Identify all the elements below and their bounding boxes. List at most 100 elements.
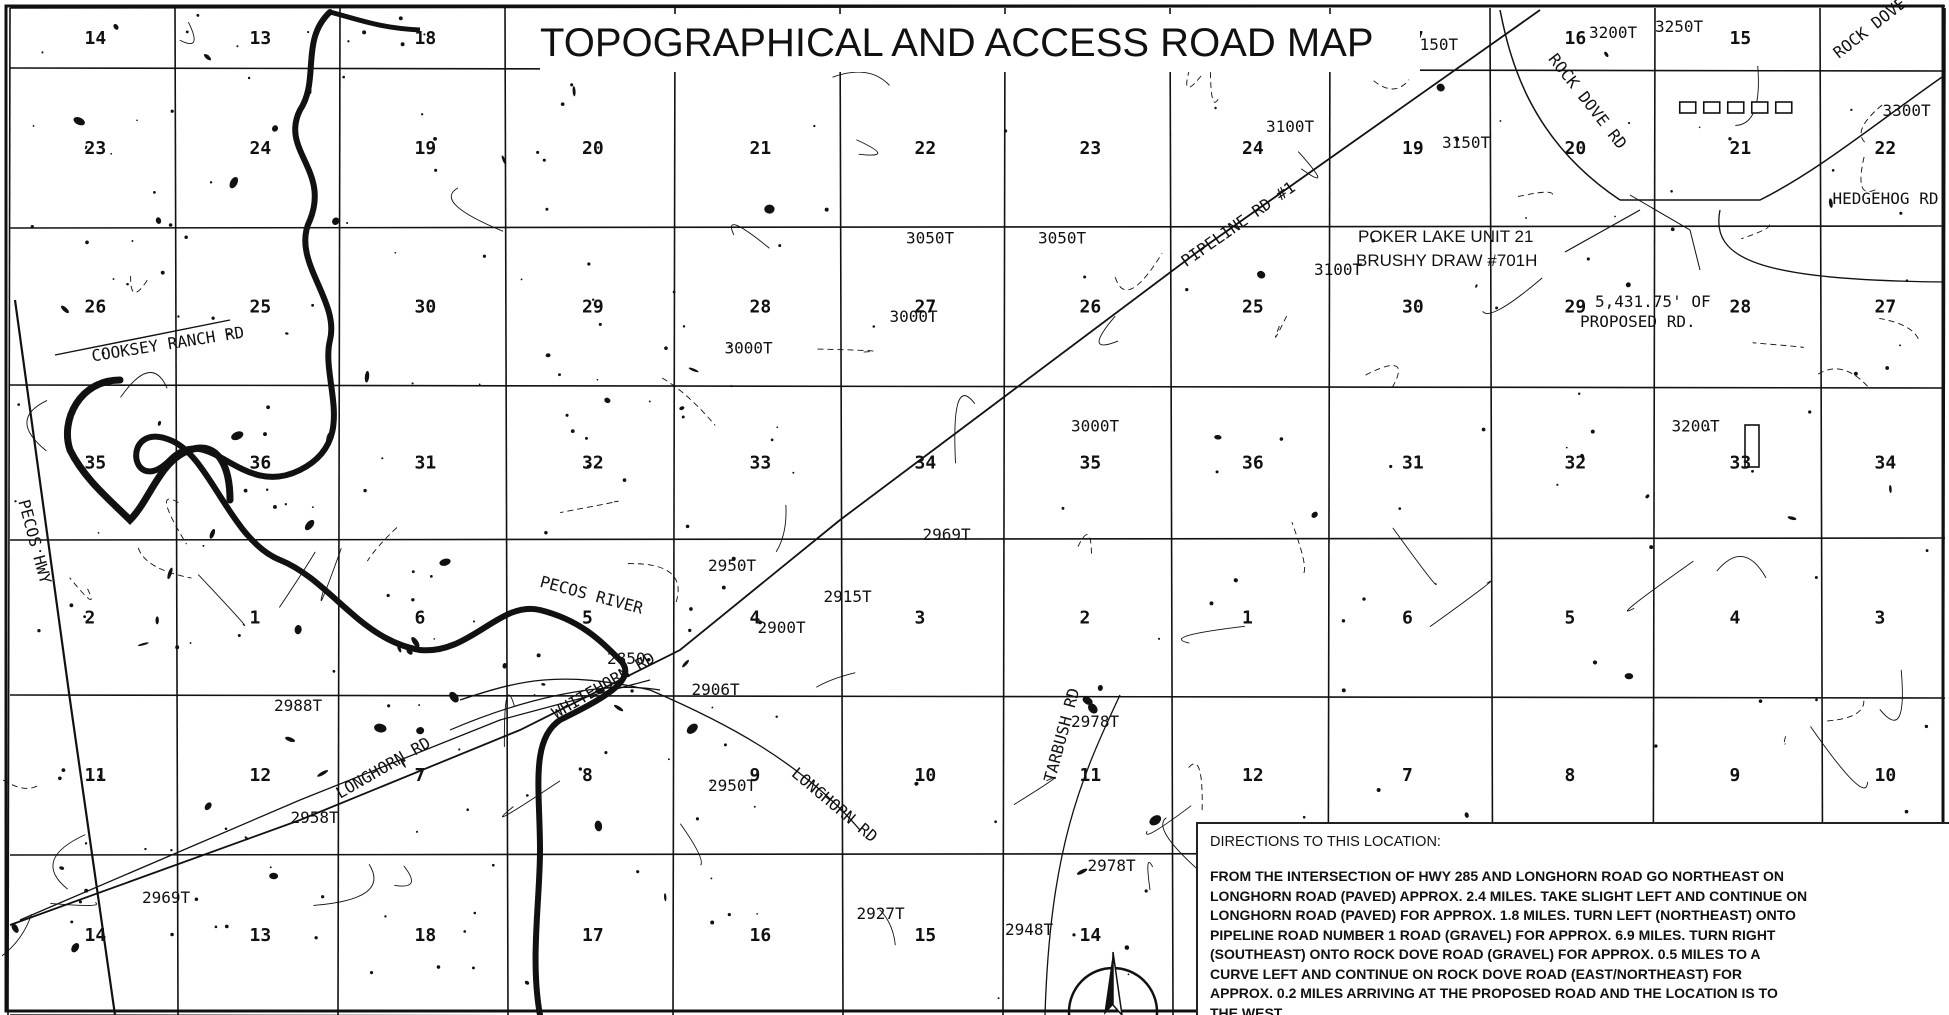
- contour-line: [1626, 560, 1694, 612]
- terrain-mark: [1233, 578, 1238, 583]
- terrain-mark: [332, 217, 340, 225]
- terrain-dot: [681, 415, 685, 419]
- terrain-mark: [572, 86, 576, 97]
- section-number: 19: [415, 138, 437, 159]
- contour-line: [856, 139, 879, 156]
- terrain-dot: [418, 704, 421, 707]
- terrain-dot: [471, 966, 475, 970]
- terrain-mark: [439, 558, 451, 566]
- contour-line: [50, 902, 98, 906]
- contour-line: [26, 400, 48, 452]
- terrain-dot: [409, 644, 413, 649]
- section-number: 15: [1730, 28, 1752, 49]
- terrain-dot: [211, 316, 215, 320]
- terrain-mark: [374, 723, 387, 733]
- terrain-dot: [433, 638, 436, 640]
- terrain-mark: [416, 727, 425, 735]
- elevation-label: 2906T: [692, 680, 741, 699]
- section-number: 4: [1730, 608, 1741, 629]
- terrain-dot: [587, 262, 591, 266]
- terrain-mark: [157, 420, 162, 426]
- terrain-mark: [1592, 660, 1598, 665]
- contour-line: [1816, 368, 1868, 387]
- terrain-mark: [604, 397, 611, 404]
- contour-line: [627, 563, 679, 603]
- elevation-label: 3000T: [1071, 417, 1120, 436]
- terrain-dot: [58, 776, 62, 781]
- terrain-dot: [112, 278, 115, 280]
- terrain-dot: [1214, 106, 1217, 110]
- contour-line: [775, 504, 787, 553]
- section-number: 35: [85, 453, 107, 474]
- section-number: 1: [1242, 608, 1253, 629]
- terrain-mark: [73, 117, 85, 126]
- terrain-dot: [630, 689, 634, 693]
- terrain-dot: [314, 936, 318, 940]
- terrain-dot: [433, 136, 437, 141]
- terrain-mark: [688, 367, 699, 373]
- terrain-dot: [491, 863, 495, 867]
- grid-line-horizontal: [9, 537, 1946, 541]
- terrain-dot: [196, 13, 200, 17]
- terrain-mark: [1604, 51, 1609, 58]
- terrain-dot: [1279, 437, 1284, 441]
- elevation-label: 3050T: [906, 229, 955, 248]
- terrain-dot: [596, 378, 599, 381]
- terrain-mark: [285, 332, 289, 335]
- elevation-label: 3000T: [890, 307, 939, 326]
- section-number: 25: [1242, 297, 1264, 318]
- terrain-dot: [721, 585, 726, 590]
- terrain-dot: [41, 51, 44, 54]
- terrain-dot: [872, 325, 876, 328]
- terrain-dot: [160, 270, 165, 275]
- contour-line: [560, 500, 619, 514]
- terrain-mark: [113, 24, 119, 30]
- terrain-dot: [1707, 428, 1710, 431]
- terrain-mark: [231, 431, 244, 441]
- terrain-dot: [236, 45, 239, 48]
- terrain-dot: [97, 532, 100, 534]
- terrain-dot: [1209, 601, 1214, 606]
- cooksey-ranch-road: [54, 319, 231, 356]
- terrain-dot: [685, 524, 690, 529]
- well-pad-icon: [1678, 101, 1697, 114]
- terrain-dot: [311, 506, 314, 509]
- terrain-mark: [1625, 282, 1631, 288]
- well-leader-line: [1564, 209, 1641, 253]
- section-number: 2: [1080, 608, 1091, 629]
- contour-line: [313, 864, 375, 906]
- terrain-dot: [346, 221, 349, 225]
- section-number: 24: [1242, 138, 1264, 159]
- terrain-dot: [168, 223, 173, 227]
- terrain-dot: [311, 303, 315, 307]
- section-number: 24: [250, 138, 272, 159]
- terrain-mark: [308, 84, 312, 95]
- terrain-mark: [59, 866, 65, 870]
- section-number: 28: [1730, 297, 1752, 318]
- contour-line: [179, 21, 195, 44]
- terrain-mark: [1436, 83, 1445, 92]
- contour-line: [730, 224, 770, 249]
- contour-line: [450, 187, 504, 232]
- terrain-dot: [570, 429, 575, 433]
- directions-line: CURVE LEFT AND CONTINUE ON ROCK DOVE ROA…: [1210, 965, 1743, 982]
- terrain-dot: [400, 42, 405, 47]
- terrain-dot: [98, 774, 103, 779]
- section-number: 9: [1730, 765, 1741, 786]
- terrain-dot: [682, 325, 686, 328]
- section-number: 13: [250, 925, 272, 946]
- hedgehog-road: [1718, 209, 1946, 283]
- contour-line: [1114, 253, 1163, 291]
- directions-line: PIPELINE ROAD NUMBER 1 ROAD (GRAVEL) FOR…: [1210, 926, 1776, 943]
- terrain-dot: [69, 603, 74, 608]
- section-number: 5: [1565, 608, 1576, 629]
- terrain-dot: [110, 152, 113, 155]
- terrain-dot: [381, 457, 384, 460]
- contour-line: [1879, 317, 1919, 339]
- grid-line-vertical: [174, 7, 179, 1015]
- terrain-dot: [463, 930, 467, 933]
- terrain-mark: [664, 893, 667, 902]
- section-number: 10: [1875, 765, 1897, 786]
